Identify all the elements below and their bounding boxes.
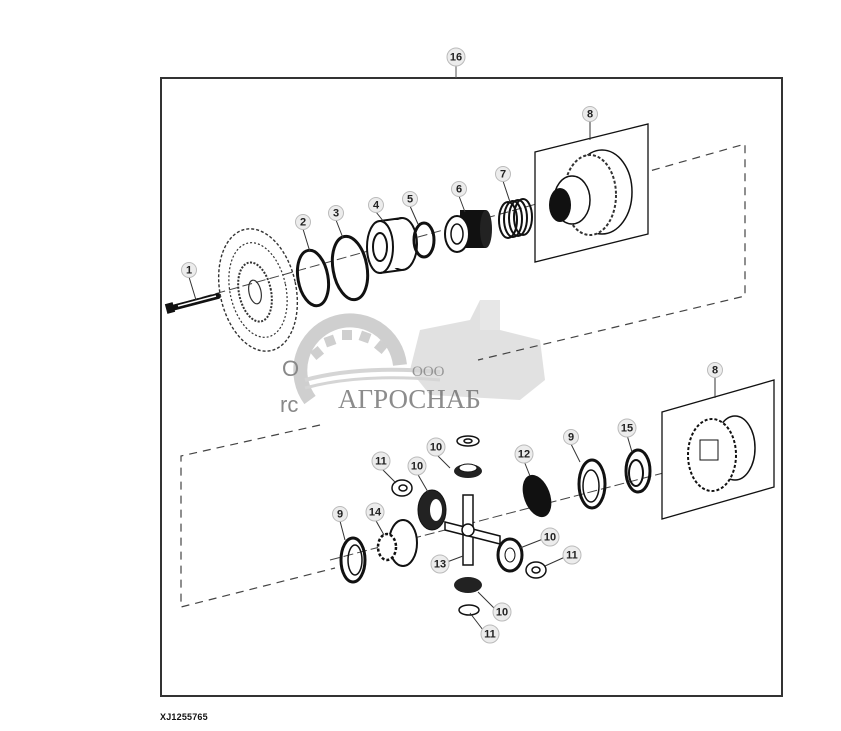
callout-11: 11 xyxy=(480,624,500,644)
watermark xyxy=(293,300,545,405)
callout-1: 1 xyxy=(181,262,197,278)
callout-4: 4 xyxy=(368,197,384,213)
callout-number: 3 xyxy=(333,208,339,220)
watermark-company-name: АГРОСНАБ xyxy=(338,384,481,414)
part-9-left-washer xyxy=(339,536,367,584)
callout-leaders xyxy=(188,121,716,631)
callout-number: 8 xyxy=(587,109,593,121)
callout-bubble xyxy=(402,191,418,207)
callout-bubble xyxy=(407,456,427,476)
figure-id: XJ1255765 xyxy=(160,712,208,722)
part-13-cross-shaft xyxy=(444,494,501,566)
callout-10: 10 xyxy=(407,456,427,476)
callout-number: 12 xyxy=(518,449,530,461)
callout-10: 10 xyxy=(492,602,512,622)
callout-number: 5 xyxy=(407,194,413,206)
callout-number: 11 xyxy=(566,550,578,562)
callout-3: 3 xyxy=(328,205,344,221)
callout-bubble xyxy=(446,47,466,67)
part-1-bolt xyxy=(164,293,221,314)
callout-bubble xyxy=(328,205,344,221)
callout-number: 8 xyxy=(712,365,718,377)
part-5-ring xyxy=(412,221,436,259)
callout-10: 10 xyxy=(540,527,560,547)
callout-bubble xyxy=(181,262,197,278)
callout-14: 14 xyxy=(365,502,385,522)
callout-9: 9 xyxy=(332,506,348,522)
callout-bubble xyxy=(371,451,391,471)
callout-10: 10 xyxy=(426,437,446,457)
callout-bubble xyxy=(295,214,311,230)
part-6-spline xyxy=(444,210,492,253)
part-11-washers xyxy=(391,435,547,616)
lower-dashed-boundary xyxy=(180,424,336,608)
callout-bubble xyxy=(430,554,450,574)
callout-bubble xyxy=(540,527,560,547)
callout-number: 9 xyxy=(568,432,574,444)
callout-bubble xyxy=(480,624,500,644)
part-10-pinion-gears xyxy=(417,463,524,593)
watermark-partial-1: О xyxy=(282,356,299,381)
part-2-ring xyxy=(295,248,331,308)
watermark-prefix: ООО xyxy=(412,364,445,380)
watermark-partial-2: rc xyxy=(280,392,298,417)
callout-5: 5 xyxy=(402,191,418,207)
callout-bubble xyxy=(332,506,348,522)
callout-number: 14 xyxy=(369,507,382,519)
callout-bubble xyxy=(495,166,511,182)
callout-number: 11 xyxy=(375,456,387,468)
callout-8: 8 xyxy=(707,362,723,378)
callout-9: 9 xyxy=(563,429,579,445)
callout-7: 7 xyxy=(495,166,511,182)
callout-2: 2 xyxy=(295,214,311,230)
callout-bubble xyxy=(562,545,582,565)
part-7-spring xyxy=(498,198,533,239)
callout-number: 9 xyxy=(337,509,343,521)
ring-gear xyxy=(217,228,299,352)
callout-12: 12 xyxy=(514,444,534,464)
callout-bubble xyxy=(426,437,446,457)
callout-number: 7 xyxy=(500,169,506,181)
callout-number: 6 xyxy=(456,184,462,196)
callout-6: 6 xyxy=(451,181,467,197)
callout-bubble xyxy=(582,106,598,122)
part-8-lower-housing xyxy=(661,379,775,520)
callout-8: 8 xyxy=(582,106,598,122)
upper-dashed-boundary xyxy=(477,143,746,361)
callout-bubble xyxy=(451,181,467,197)
callout-number: 1 xyxy=(186,265,192,277)
callout-number: 16 xyxy=(450,52,462,64)
callout-number: 15 xyxy=(621,423,633,435)
callout-bubble xyxy=(707,362,723,378)
part-12-side-gear xyxy=(522,474,552,518)
callout-bubble xyxy=(368,197,384,213)
assembly-frame xyxy=(160,77,783,697)
callout-number: 10 xyxy=(544,532,556,544)
callout-number: 4 xyxy=(373,200,380,212)
callout-number: 2 xyxy=(300,217,306,229)
callout-16: 16 xyxy=(446,47,466,67)
callout-bubble xyxy=(563,429,579,445)
part-14-side-gear xyxy=(376,519,418,567)
callout-11: 11 xyxy=(371,451,391,471)
callout-bubble xyxy=(365,502,385,522)
callout-bubble xyxy=(514,444,534,464)
part-9-right-washer xyxy=(577,458,607,510)
callout-11: 11 xyxy=(562,545,582,565)
callout-number: 10 xyxy=(411,461,423,473)
callout-number: 10 xyxy=(496,607,508,619)
part-8-upper-housing xyxy=(534,123,649,263)
callout-13: 13 xyxy=(430,554,450,574)
callout-number: 13 xyxy=(434,559,446,571)
callout-bubble xyxy=(617,418,637,438)
part-4-clutch-body xyxy=(366,217,418,274)
part-15-seal xyxy=(624,448,652,494)
callout-bubble xyxy=(492,602,512,622)
callout-number: 11 xyxy=(484,629,496,641)
callout-15: 15 xyxy=(617,418,637,438)
part-3-ring xyxy=(330,234,370,302)
callout-number: 10 xyxy=(430,442,442,454)
